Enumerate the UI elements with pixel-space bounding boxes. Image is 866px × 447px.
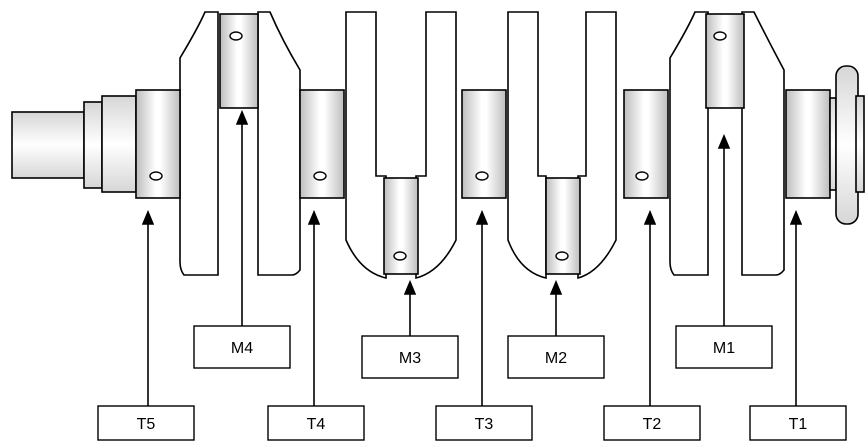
flange-step [829,97,837,191]
thrust-journal-t4 [299,89,345,199]
label-m2: M2 [545,350,567,367]
oil-holes [149,31,727,261]
label-t1: T1 [789,416,808,433]
leader-lines [141,109,803,406]
web-4 [415,11,457,280]
nose-collar [101,95,137,193]
main-journal-m1 [705,13,745,109]
label-box-t2 [603,405,701,441]
label-m4: M4 [231,340,253,357]
flange [835,65,859,225]
thrust-journal-t5 [135,89,181,199]
label-m1: M1 [713,340,735,357]
label-box-t3 [435,405,533,441]
web-8 [741,11,785,276]
web-1 [179,11,219,276]
thrust-journal-t3 [461,89,507,199]
label-box-t1 [749,405,847,441]
thrust-journal-t1 [785,89,831,199]
label-box-t5 [97,405,195,441]
flange-rim [855,95,865,193]
web-2 [257,11,301,276]
web-7 [669,11,709,276]
main-journal-m4 [219,13,259,109]
label-box-m1 [675,325,773,369]
web-3 [345,11,387,280]
label-t3: T3 [475,416,494,433]
nose-step [83,101,103,189]
label-box-t4 [267,405,365,441]
web-5 [507,11,547,280]
label-t4: T4 [307,416,326,433]
label-t2: T2 [643,416,662,433]
label-box-m3 [361,335,459,379]
label-m3: M3 [399,350,421,367]
nose-shaft [11,111,85,179]
thrust-journal-t2 [623,89,669,199]
web-6 [577,11,617,280]
label-box-m4 [193,325,291,369]
label-t5: T5 [137,416,156,433]
label-box-m2 [507,335,605,379]
